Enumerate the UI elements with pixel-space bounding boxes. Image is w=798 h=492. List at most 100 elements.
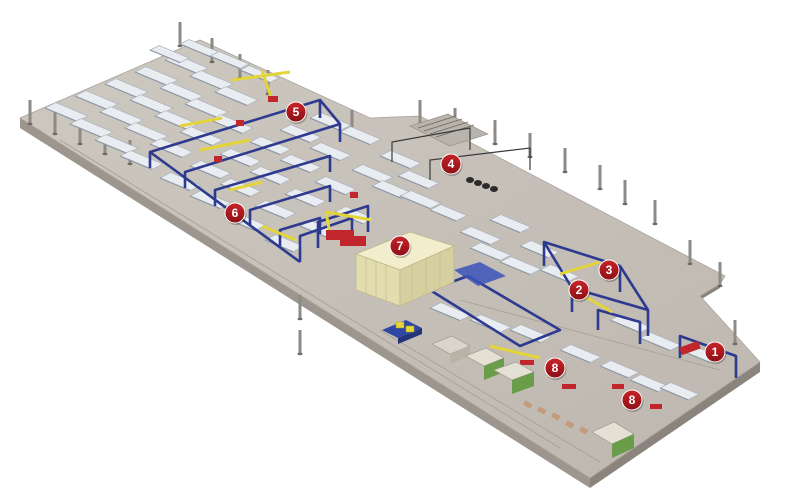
station-b-green [465, 347, 505, 380]
table-edge [184, 103, 218, 118]
marker-m8a: 8 [544, 357, 567, 380]
marker-circle [389, 235, 411, 257]
table-edge [609, 319, 641, 334]
column-base [77, 142, 83, 146]
table-edge [459, 231, 491, 246]
table-edge [99, 111, 133, 126]
table-edge [159, 87, 193, 102]
table-edge [249, 171, 281, 186]
marker-circle [285, 101, 307, 123]
table-edge [599, 365, 629, 379]
table-edge [149, 49, 181, 64]
table-edge [219, 153, 251, 168]
marker-number: 3 [606, 263, 613, 277]
table-edge [209, 55, 241, 70]
column-base [297, 317, 303, 321]
column [28, 100, 32, 124]
table-edge [149, 143, 183, 158]
table-edge [119, 155, 153, 170]
table-edge [309, 147, 341, 162]
table-edge [539, 269, 569, 283]
table-edge [124, 127, 158, 142]
table-edge [94, 139, 128, 154]
table-edge [159, 177, 191, 192]
table-edge [179, 43, 211, 58]
column-base [597, 187, 603, 191]
station-d-green [591, 421, 635, 458]
marker-m1: 1 [704, 341, 727, 364]
column-base [209, 60, 215, 64]
table-edge [499, 261, 531, 276]
part-racks [523, 400, 589, 435]
column [733, 320, 737, 344]
table-edge [134, 71, 168, 86]
column [653, 200, 657, 224]
marker-m5: 5 [285, 101, 308, 124]
marker-m4: 4 [440, 153, 463, 176]
marker-number: 1 [712, 345, 719, 359]
table-edge [629, 379, 659, 393]
marker-number: 8 [629, 393, 636, 407]
column-base [687, 262, 693, 266]
column-base [102, 152, 108, 156]
table-edge [189, 75, 223, 90]
column-base [52, 132, 58, 136]
marker-number: 2 [576, 283, 583, 297]
table-edge [279, 129, 311, 144]
floor-side-right [590, 362, 760, 488]
marker-circle [440, 153, 462, 175]
storage-rack-area [391, 113, 531, 192]
column [563, 148, 567, 172]
column [718, 262, 722, 286]
column [528, 133, 532, 157]
column [178, 22, 182, 46]
floor-side-left [20, 118, 590, 488]
marker-number: 6 [232, 206, 239, 220]
station-c-green [493, 361, 535, 394]
column [350, 110, 354, 134]
marker-circle [224, 202, 246, 224]
column-base [27, 122, 33, 126]
table-edge [164, 59, 198, 74]
marker-number: 7 [397, 239, 404, 253]
table-edge [379, 155, 411, 170]
table-edge [44, 107, 78, 122]
marker-m3: 3 [598, 259, 621, 282]
marker-number: 8 [552, 361, 559, 375]
numbered-markers: 1 2 3 4 5 6 7 8 8 [224, 101, 727, 412]
table-edge [351, 169, 383, 184]
table-edge [74, 95, 108, 110]
table-edge [429, 307, 461, 322]
marker-circle [568, 279, 590, 301]
column [418, 100, 422, 124]
table-edge [489, 219, 521, 234]
marker-number: 4 [448, 157, 455, 171]
marker-number: 5 [293, 105, 300, 119]
column [78, 120, 82, 144]
marker-circle [704, 341, 726, 363]
table-edge [309, 117, 341, 132]
table-edge [69, 123, 103, 138]
blue-pallet [382, 320, 422, 344]
column [688, 240, 692, 264]
table-edge [214, 91, 248, 106]
column [598, 165, 602, 189]
table-edge [397, 175, 429, 190]
column-base [177, 44, 183, 48]
drums [466, 177, 498, 192]
column [298, 330, 302, 354]
column [298, 295, 302, 319]
table-edge [371, 185, 403, 200]
column [493, 120, 497, 144]
marker-m7: 7 [389, 235, 412, 258]
column [623, 180, 627, 204]
table-edge [639, 337, 671, 352]
table-edge [469, 247, 501, 262]
crane-beams [179, 69, 613, 360]
table-edge [189, 195, 221, 210]
station-a [431, 335, 471, 364]
red-equipment [214, 96, 701, 409]
table-edge [659, 387, 689, 401]
table-edge [284, 193, 316, 208]
